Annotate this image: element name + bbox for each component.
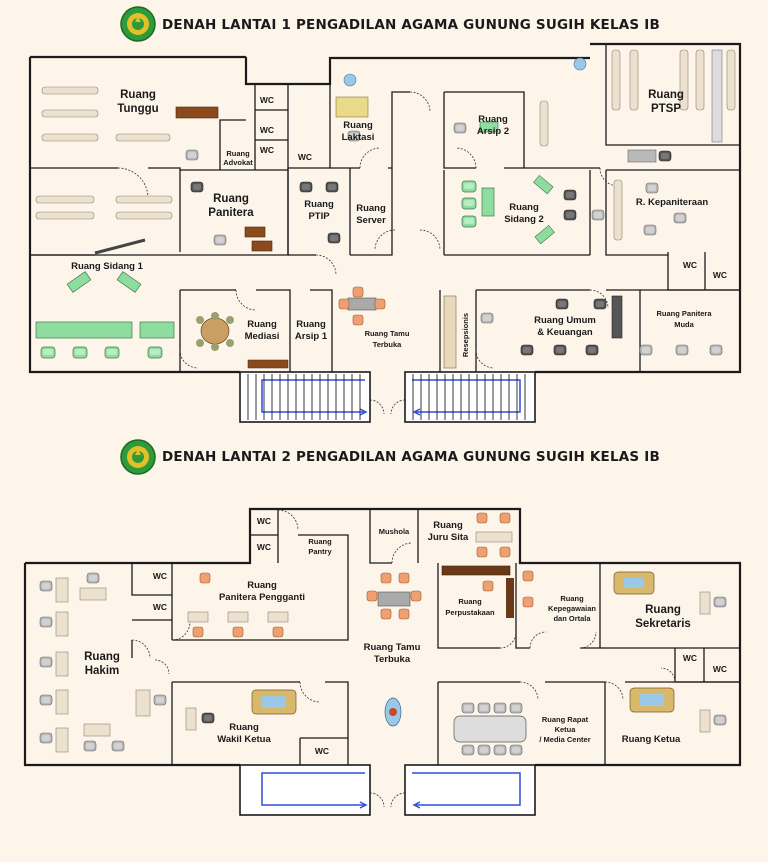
label-ruang-sidang-1: Ruang Sidang 1 <box>71 261 144 272</box>
floor1-furniture <box>35 49 736 369</box>
floor1-stairs-right <box>404 371 536 423</box>
label-wc-11: WC <box>683 653 697 663</box>
floor2-plan <box>23 507 742 816</box>
floor1-plan <box>28 42 742 423</box>
court-logo-icon <box>120 439 156 475</box>
label-wc-8: WC <box>257 542 271 552</box>
label-wc-1: WC <box>260 95 274 105</box>
label-wc-12: WC <box>713 664 727 674</box>
label-wc-13: WC <box>315 746 329 756</box>
label-wc-10: WC <box>153 602 167 612</box>
label-wc-2: WC <box>260 125 274 135</box>
label-wc-7: WC <box>257 516 271 526</box>
floor2-title: DENAH LANTAI 2 PENGADILAN AGAMA GUNUNG S… <box>120 439 660 475</box>
floor2-stairs-left <box>239 764 371 816</box>
label-ruang-umum: Ruang Umum& Keuangan <box>534 315 596 338</box>
label-r-kepaniteraan: R. Kepaniteraan <box>636 197 709 208</box>
label-wc-9: WC <box>153 571 167 581</box>
floor1-title: DENAH LANTAI 1 PENGADILAN AGAMA GUNUNG S… <box>120 6 660 42</box>
label-mushola: Mushola <box>379 527 410 536</box>
label-ruang-ketua: Ruang Ketua <box>622 734 681 745</box>
floor1-title-text: DENAH LANTAI 1 PENGADILAN AGAMA GUNUNG S… <box>162 17 660 33</box>
label-wc-6: WC <box>713 270 727 280</box>
floor1-stairs-left <box>239 371 371 423</box>
floor2-furniture <box>39 512 727 756</box>
label-wc-4: WC <box>298 152 312 162</box>
label-wc-3: WC <box>260 145 274 155</box>
floor2-title-text: DENAH LANTAI 2 PENGADILAN AGAMA GUNUNG S… <box>162 449 660 465</box>
court-logo-icon <box>120 6 156 42</box>
label-resepsionis: Resepsionis <box>461 313 470 357</box>
floor2-stairs-right <box>404 764 536 816</box>
label-wc-5: WC <box>683 260 697 270</box>
